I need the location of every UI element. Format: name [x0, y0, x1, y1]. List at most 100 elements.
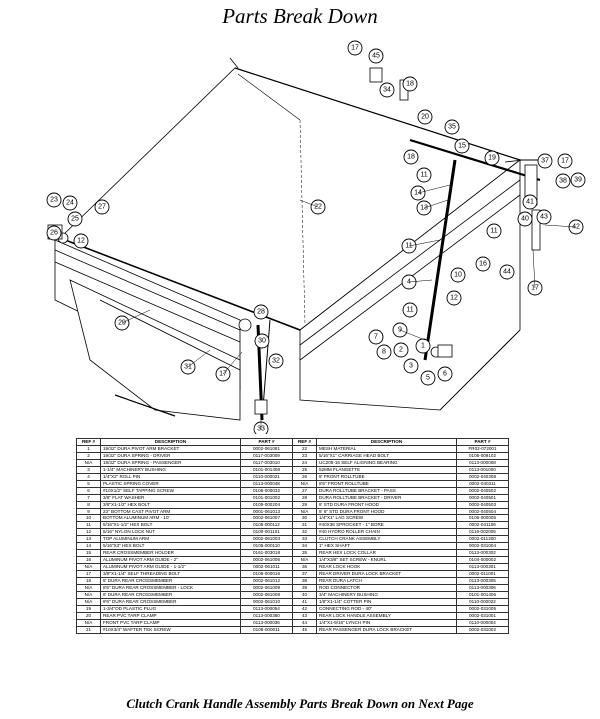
description-cell: 1/4"X1" LAG SCREW [316, 514, 457, 523]
svg-text:6: 6 [443, 371, 447, 378]
ref-cell: N/A [76, 458, 101, 467]
svg-text:11: 11 [420, 172, 427, 179]
part-number-cell: 0100-001101 [240, 528, 293, 537]
callout-38: 38 [555, 173, 571, 189]
svg-text:17: 17 [351, 45, 359, 52]
ref-cell: 19 [76, 604, 101, 613]
svg-text:20: 20 [421, 114, 429, 121]
part-number-cell: 0101-001406 [456, 590, 509, 599]
svg-text:27: 27 [98, 204, 106, 211]
svg-text:12: 12 [450, 295, 458, 302]
ref-cell: 36 [292, 563, 317, 572]
description-cell: 1" HEX SHAFT [316, 542, 457, 551]
part-number-cell: 0002-061003 [240, 535, 293, 544]
description-cell: CONNECTING ROD - 40" [316, 604, 457, 613]
callout-11c: 11 [486, 223, 502, 239]
part-number-cell: 0002-011001 [456, 570, 509, 579]
part-number-cell: 0002-061012 [240, 577, 293, 586]
svg-text:1: 1 [421, 343, 425, 350]
svg-text:23: 23 [50, 197, 58, 204]
ref-cell: 38 [292, 577, 317, 586]
description-cell: 5/16"X1-1/2" HEX BOLT [100, 521, 241, 530]
description-cell: 1/4"X3/8" SET SCREW - KNURL [316, 556, 457, 565]
ref-cell: 8 [76, 500, 101, 509]
ref-cell: 13 [76, 535, 101, 544]
description-cell: 8'6" DURA REAR CROSSMEMBER [100, 597, 241, 606]
part-number-cell: 0110-000004 [456, 618, 509, 627]
part-number-cell: 0002-061008 [240, 590, 293, 599]
ref-cell: 35 [292, 549, 317, 558]
part-number-cell: 0113-000360 [240, 611, 293, 620]
ref-cell: 5 [76, 479, 101, 488]
callout-1: 1 [415, 338, 431, 354]
description-cell: 1/4"X2" ROLL PIN [100, 472, 241, 481]
header-ref: REF # [76, 438, 101, 446]
ref-cell: 31 [292, 521, 317, 530]
part-number-cell: 0113-000054 [240, 604, 293, 613]
ref-cell: 14 [76, 542, 101, 551]
description-cell: BOTTOM ALUMINUM ARM - 10' [100, 514, 241, 523]
callout-16: 16 [475, 256, 491, 272]
part-number-cell: 0105-009102 [456, 451, 509, 460]
svg-text:41: 41 [526, 199, 534, 206]
ref-cell: 30 [292, 514, 317, 523]
ref-cell: N/A [292, 556, 317, 565]
part-number-cell: 0113-000036 [240, 618, 293, 627]
svg-text:40: 40 [521, 216, 529, 223]
svg-text:16: 16 [479, 261, 487, 268]
footer-note: Clutch Crank Handle Assembly Parts Break… [126, 696, 474, 711]
part-number-cell: FR02-072001 [456, 444, 509, 453]
svg-text:11: 11 [406, 307, 413, 314]
callouts: 17 45 34 18 20 35 15 18 19 11 37 17 38 3… [46, 40, 586, 434]
description-cell: REAR CROSSMEMBER HOLDER [100, 549, 241, 558]
description-cell: REAR DURA LATCH [316, 577, 457, 586]
part-number-cell: 0002-031005 [456, 604, 509, 613]
header-description: DESCRIPTION [316, 438, 457, 446]
description-cell: 19/32" DURA PIVOT ARM BRACKET [100, 444, 241, 453]
description-cell: #10X3/4" WAFTER TEK SCREW [100, 625, 241, 634]
description-cell: DURA ROLLTUBE BRACKET - DRIVER [316, 493, 457, 502]
callout-18b: 18 [403, 149, 419, 165]
table-header-row: REF # DESCRIPTION PART # REF # DESCRIPTI… [76, 438, 509, 446]
callout-12a: 12 [73, 233, 89, 249]
description-cell: 1/8"X1-1/4" COTTER PIN [316, 597, 457, 606]
part-number-cell: 0002-061009 [240, 584, 293, 592]
part-number-cell: 0002-031004 [456, 542, 509, 551]
ref-cell: 40 [292, 590, 317, 599]
description-cell: DURA ROLLTUBE BRACKET - PASS [316, 486, 457, 495]
description-cell: 8' DURA REAR CROSSMEMBER [100, 590, 241, 599]
part-number-cell: 0002-040504 [456, 507, 509, 516]
part-number-cell: 0116-002005 [456, 528, 509, 537]
description-cell: 23" BOTTOM CAST PIVOT ARM [100, 507, 241, 516]
ref-cell: 2 [76, 451, 101, 460]
callout-28: 28 [253, 304, 269, 320]
svg-text:15: 15 [458, 143, 466, 150]
description-cell: 8'6" FRONT ROLLTUBE [316, 479, 457, 488]
part-number-cell: 0002-040503 [456, 500, 509, 509]
rear-crossmember [409, 138, 541, 182]
svg-text:30: 30 [258, 338, 266, 345]
description-cell: 52mm FLANGETTE [316, 465, 457, 474]
part-number-cell: 0105-000204 [240, 500, 293, 509]
callout-15: 15 [454, 138, 470, 154]
ref-cell: 41 [292, 597, 317, 606]
callout-7: 7 [368, 329, 384, 345]
callout-20: 20 [417, 109, 433, 125]
svg-text:18: 18 [406, 81, 414, 88]
parts-diagram: 17 45 34 18 20 35 15 18 19 11 37 17 38 3… [46, 40, 586, 434]
ref-cell: 10 [76, 514, 101, 523]
callout-45: 45 [368, 48, 384, 64]
callout-32: 32 [268, 353, 284, 369]
description-cell: 3/8" FLAT WASHER [100, 493, 241, 502]
